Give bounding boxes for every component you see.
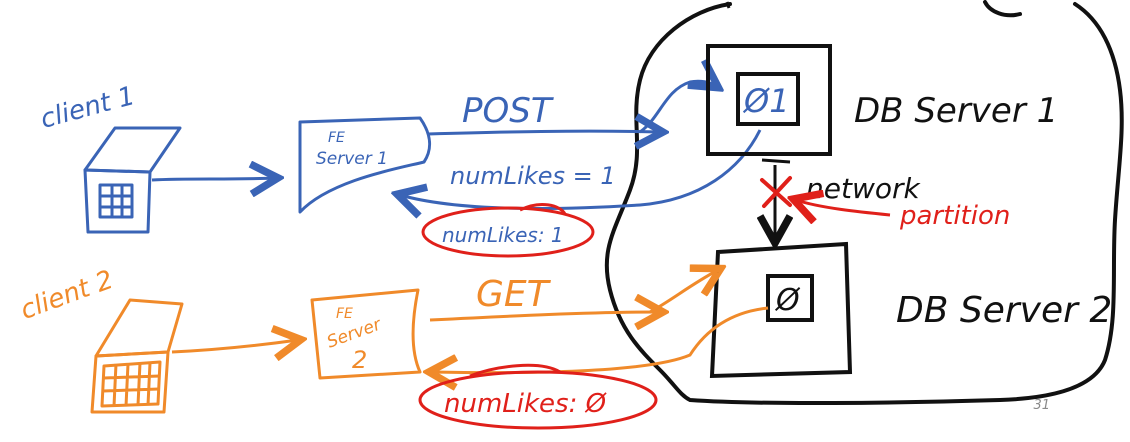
db-server2-label: DB Server 2 <box>896 290 1112 331</box>
partition-label: partition <box>899 201 1010 231</box>
client1-to-fe1-arrow <box>151 178 275 180</box>
fe-server1-label-line2: Server 1 <box>316 149 388 169</box>
get-forward-arrow <box>649 270 718 314</box>
fe-server2-label-line3: 2 <box>352 346 367 374</box>
response1-return-arrow <box>400 129 762 209</box>
cloud-top-curl <box>983 0 1022 18</box>
page-number: 31 <box>1033 398 1050 413</box>
partition-x-icon <box>760 176 792 208</box>
response1-circled-label: numLikes: 1 <box>442 223 564 247</box>
post-request-arrow <box>427 131 660 134</box>
client1-laptop-icon <box>83 126 182 234</box>
cloud-top-tick <box>725 1 731 9</box>
db-server1-label: DB Server 1 <box>854 91 1058 131</box>
fe-server1-label-line1: FE <box>328 130 345 146</box>
client2-label: client 2 <box>17 265 118 326</box>
get-request-label: GET <box>476 274 552 315</box>
fe-server2-box <box>310 288 422 380</box>
fe-server2-label-line1: FE <box>336 306 353 322</box>
response1-plain-label: numLikes = 1 <box>450 162 616 190</box>
response1-circle <box>421 206 595 258</box>
datacenter-cloud <box>604 2 1124 406</box>
db-server1-box <box>706 44 832 156</box>
partition-pointer-arrow <box>796 200 891 215</box>
db-server1-data-cell <box>736 72 800 126</box>
get-request-arrow <box>429 312 660 320</box>
client2-laptop-icon <box>90 298 184 414</box>
db-server2-box <box>709 241 853 379</box>
fe-server1-box <box>298 116 431 214</box>
response1-circle-tail <box>519 203 567 215</box>
response2-circle-tail <box>469 363 561 378</box>
response2-circle <box>418 370 658 430</box>
response2-circled-label: numLikes: Ø <box>444 389 608 419</box>
client2-to-fe2-arrow <box>171 340 298 352</box>
db-server2-value: Ø <box>774 283 801 318</box>
db-server1-value: Ø1 <box>742 82 790 120</box>
post-forward-arrow <box>639 81 716 134</box>
network-label: network <box>806 172 921 205</box>
network-link-top-bar <box>761 158 791 164</box>
db-server2-data-cell <box>766 274 814 322</box>
post-request-label: POST <box>462 91 554 131</box>
